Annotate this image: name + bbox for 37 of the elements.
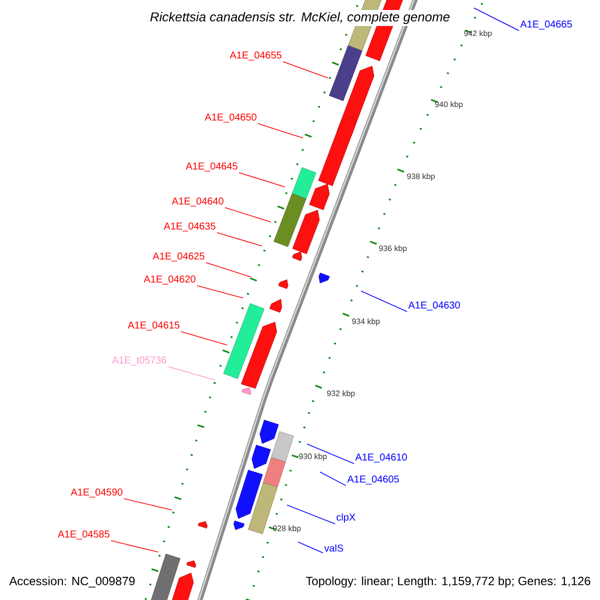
leader-line (124, 498, 172, 510)
footer-text: Accession: NC_009879 (9, 576, 135, 588)
gene-label: A1E_04625 (152, 252, 204, 262)
leader-line (238, 172, 286, 188)
gene-label: A1E_04630 (408, 302, 460, 310)
gene-label: A1E_04655 (230, 52, 282, 60)
leader-line (320, 472, 346, 486)
gene-label: A1E_04650 (204, 114, 256, 122)
title: Rickettsia canadensis str. McKiel, complete genome (148, 10, 452, 26)
leader-line (258, 123, 304, 138)
gene-label: A1E_04615 (128, 322, 180, 330)
leader-line (306, 444, 354, 464)
leader-line (224, 207, 272, 222)
leader-line (206, 262, 252, 278)
gene-label: A1E_04640 (172, 198, 224, 206)
footer-text: Topology: linear; Length: 1,159,772 bp; Genes: 1,126 (306, 576, 590, 588)
leader-line (196, 285, 244, 298)
gene-label: A1E_t05736 (112, 356, 166, 366)
gene-label: A1E_04590 (70, 488, 122, 498)
gene-label: A1E_04620 (144, 276, 196, 284)
leader-line (216, 232, 262, 246)
gene-label: A1E_04605 (347, 476, 399, 484)
leader-line (298, 542, 324, 554)
leader-line (474, 8, 520, 32)
leader-line (286, 504, 336, 524)
gene-label: clpX (336, 513, 356, 523)
gene-label: valS (324, 544, 344, 552)
gene-label: A1E_04635 (164, 222, 216, 232)
gene-label: A1E_04665 (520, 20, 572, 30)
leader-line (168, 366, 216, 380)
gene-label: A1E_04610 (355, 454, 407, 462)
leader-line (282, 61, 328, 78)
leader-line (110, 540, 158, 552)
gene-label: A1E_04645 (186, 162, 238, 172)
leader-line (360, 290, 408, 312)
leader-line (180, 331, 228, 346)
gene-label: A1E_04585 (58, 530, 110, 540)
